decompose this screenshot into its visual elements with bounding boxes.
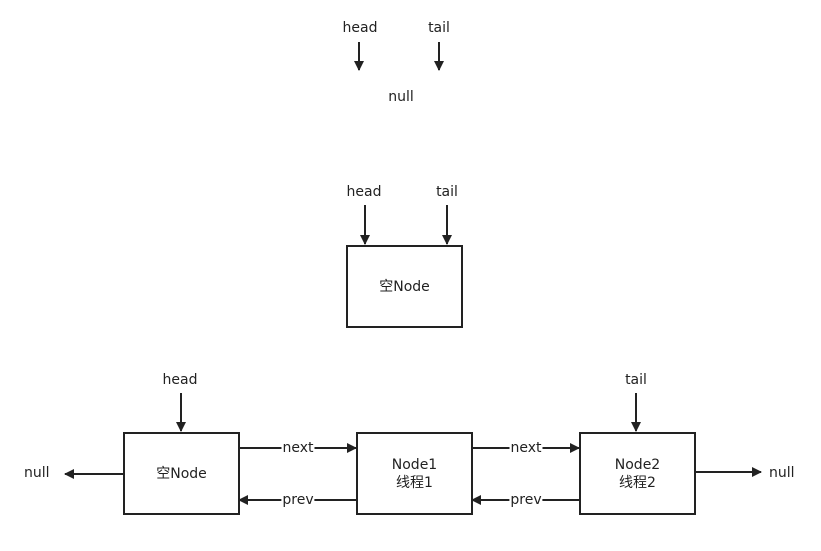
node-2-label: Node2 (614, 456, 661, 473)
node-2: Node2 线程2 (579, 432, 696, 515)
tail-label-single: tail (436, 184, 458, 200)
empty-node-single-label: 空Node (379, 278, 430, 295)
empty-node-single: 空Node (346, 245, 463, 328)
node-1: Node1 线程1 (356, 432, 473, 515)
node-2-thread-label: 线程2 (619, 474, 656, 491)
edge-next-1-label: next (281, 440, 315, 456)
head-label-empty: head (342, 20, 378, 36)
empty-node-multi: 空Node (123, 432, 240, 515)
edge-next-2-label: next (509, 440, 543, 456)
node-1-thread-label: 线程1 (396, 474, 433, 491)
head-label-multi: head (162, 372, 198, 388)
empty-node-multi-label: 空Node (156, 465, 207, 482)
edge-prev-1-label: prev (281, 492, 315, 508)
node-1-label: Node1 (391, 456, 438, 473)
tail-label-multi: tail (625, 372, 647, 388)
right-null-label: null (769, 465, 795, 481)
left-null-label: null (24, 465, 50, 481)
null-label-empty: null (388, 89, 414, 105)
tail-label-empty: tail (428, 20, 450, 36)
head-label-single: head (346, 184, 382, 200)
edge-prev-2-label: prev (509, 492, 543, 508)
